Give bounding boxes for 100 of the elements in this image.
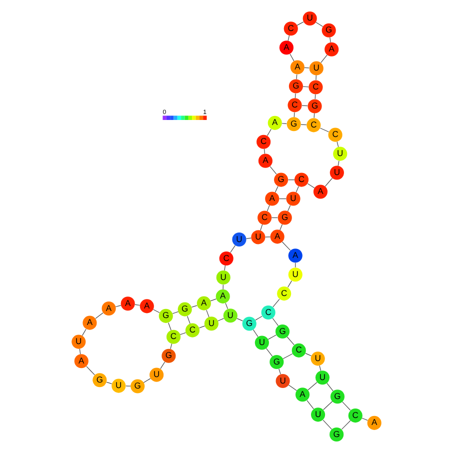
connector bbox=[337, 160, 339, 166]
node-circle: C bbox=[287, 98, 302, 112]
connector bbox=[269, 166, 276, 174]
connector bbox=[252, 328, 258, 337]
connector bbox=[320, 54, 327, 62]
node-circle: U bbox=[216, 270, 230, 284]
connector bbox=[272, 318, 278, 326]
connector bbox=[179, 332, 186, 334]
node-circle: C bbox=[166, 329, 180, 344]
node-circle: U bbox=[149, 367, 164, 382]
connector bbox=[86, 366, 94, 375]
connector bbox=[106, 381, 112, 384]
connector bbox=[134, 304, 140, 306]
node-circle: C bbox=[256, 134, 270, 148]
connector bbox=[296, 21, 304, 26]
node-circle: G bbox=[286, 116, 300, 131]
connector bbox=[266, 204, 270, 211]
connector bbox=[266, 128, 271, 136]
connector bbox=[264, 236, 270, 237]
node-circle: A bbox=[120, 296, 134, 310]
node-circle: G bbox=[274, 172, 288, 186]
node-circle: U bbox=[222, 308, 237, 322]
connector bbox=[329, 36, 330, 42]
connector bbox=[322, 400, 332, 410]
connector bbox=[186, 315, 190, 324]
node-circle: U bbox=[275, 373, 290, 388]
node-circle: A bbox=[74, 354, 88, 368]
connector bbox=[224, 264, 226, 270]
node-circle: G bbox=[330, 389, 344, 404]
connector bbox=[170, 342, 172, 349]
connector bbox=[295, 186, 298, 192]
node-circle: C bbox=[306, 118, 320, 132]
node-circle: A bbox=[215, 288, 230, 303]
connector bbox=[224, 302, 228, 309]
node-circle: G bbox=[158, 308, 172, 322]
connector bbox=[81, 328, 86, 336]
node-circle: A bbox=[324, 42, 338, 56]
connector bbox=[222, 284, 223, 290]
node-circle: C bbox=[308, 80, 322, 94]
node-circle: G bbox=[288, 78, 302, 93]
node-circle: U bbox=[288, 267, 302, 282]
node-circle: G bbox=[275, 324, 290, 338]
connector bbox=[274, 185, 278, 192]
connector bbox=[286, 204, 290, 211]
connector bbox=[206, 309, 209, 317]
node-circle: G bbox=[92, 372, 106, 387]
connector bbox=[160, 361, 165, 368]
connector bbox=[142, 378, 150, 382]
node-circle: A bbox=[278, 40, 293, 54]
connector bbox=[296, 74, 297, 79]
node-circle: G bbox=[177, 302, 192, 316]
node-circle: C bbox=[257, 210, 272, 224]
node-circle: G bbox=[307, 98, 322, 113]
node-circle: A bbox=[101, 301, 116, 316]
node-circle: U bbox=[232, 232, 246, 246]
connector bbox=[289, 53, 294, 61]
node-circle: U bbox=[314, 370, 330, 384]
connector bbox=[326, 382, 333, 391]
node-circle: U bbox=[254, 335, 268, 350]
connector bbox=[236, 318, 243, 321]
connector bbox=[198, 325, 205, 328]
connector bbox=[152, 308, 160, 312]
connector bbox=[340, 420, 350, 430]
node-circle: U bbox=[302, 10, 316, 25]
node-circle: U bbox=[329, 165, 344, 180]
node-circle: A bbox=[196, 296, 210, 310]
node-circle: G bbox=[329, 427, 344, 442]
connector bbox=[282, 352, 292, 359]
node-circle: A bbox=[290, 60, 304, 74]
node-circle: A bbox=[267, 115, 282, 130]
node-circle: U bbox=[111, 378, 126, 392]
connector bbox=[315, 21, 322, 26]
node-circle: G bbox=[242, 316, 256, 330]
node-circle: C bbox=[218, 250, 233, 266]
connector bbox=[272, 298, 280, 307]
connector bbox=[230, 244, 236, 252]
connector bbox=[210, 298, 216, 301]
connector bbox=[267, 334, 276, 340]
node-circle: U bbox=[310, 351, 324, 366]
connector bbox=[342, 400, 350, 410]
connector bbox=[278, 368, 280, 374]
node-circle: A bbox=[258, 153, 272, 168]
connector bbox=[125, 385, 130, 386]
node-circle: C bbox=[294, 172, 308, 186]
connector bbox=[287, 34, 290, 41]
connector bbox=[114, 304, 121, 307]
connector bbox=[94, 312, 103, 318]
node-circle: U bbox=[310, 407, 325, 422]
connector bbox=[217, 318, 224, 321]
connector bbox=[168, 322, 171, 330]
node-circle: C bbox=[184, 322, 199, 337]
node-circle: C bbox=[348, 408, 362, 422]
node-circle: A bbox=[264, 191, 279, 206]
node-circle: U bbox=[250, 230, 265, 244]
connector bbox=[306, 182, 314, 188]
connector bbox=[254, 315, 262, 320]
connector bbox=[172, 310, 178, 314]
connector bbox=[300, 124, 306, 125]
node-circle: A bbox=[366, 415, 381, 430]
connector bbox=[307, 382, 317, 390]
